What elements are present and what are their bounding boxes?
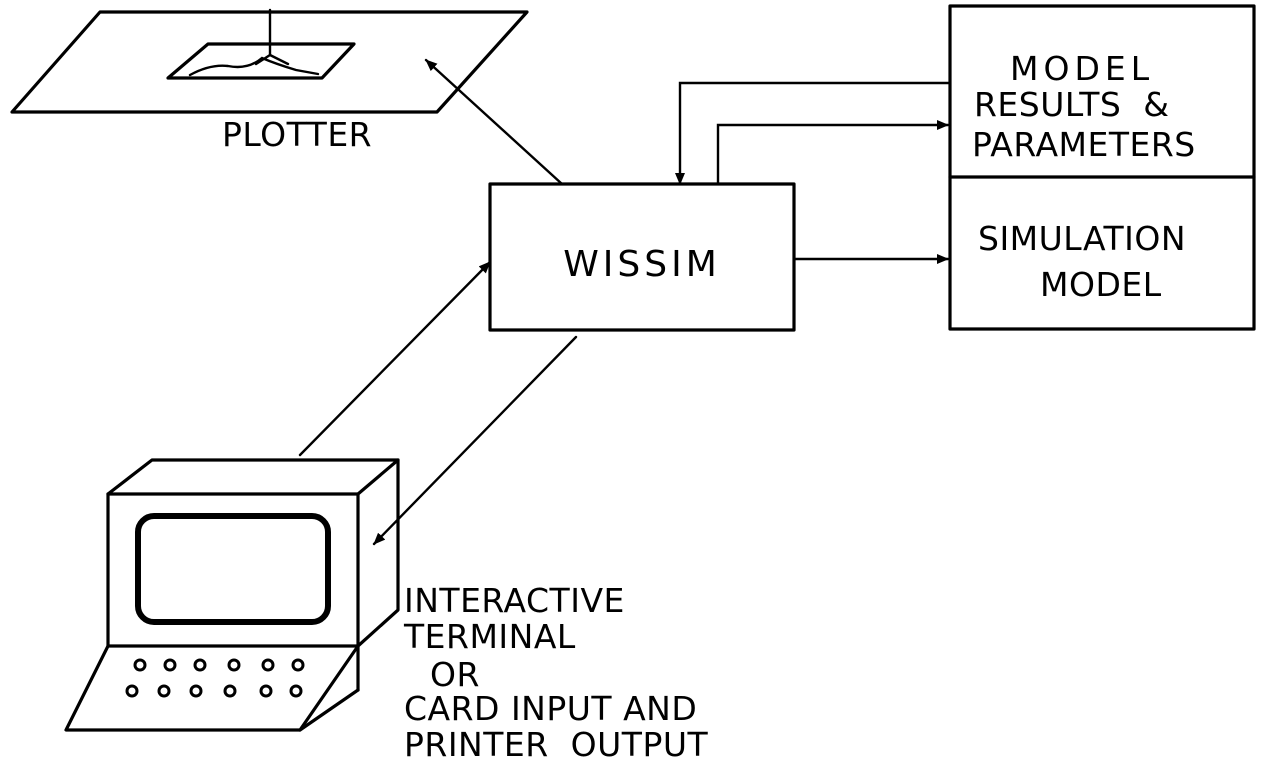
keyboard-keys	[127, 660, 303, 696]
terminal-line-2: TERMINAL	[403, 617, 576, 656]
model-stack: MODEL RESULTS & PARAMETERS SIMULATION MO…	[950, 6, 1254, 329]
model-results-node: MODEL RESULTS & PARAMETERS	[972, 49, 1196, 164]
arrow-model-results-to-wissim	[680, 83, 950, 184]
wissim-node: WISSIM	[490, 184, 794, 330]
terminal-node: INTERACTIVE TERMINAL OR CARD INPUT AND P…	[66, 460, 709, 764]
terminal-line-5: PRINTER OUTPUT	[404, 725, 709, 764]
arrow-wissim-to-plotter	[426, 60, 562, 184]
arrow-terminal-to-wissim	[300, 262, 490, 455]
terminal-line-4: CARD INPUT AND	[404, 689, 697, 728]
terminal-screen	[138, 516, 328, 622]
simulation-model-line-1: SIMULATION	[978, 219, 1186, 258]
simulation-model-line-2: MODEL	[1040, 265, 1162, 304]
terminal-icon	[66, 460, 398, 730]
plotter-label: PLOTTER	[222, 115, 372, 154]
arrow-wissim-to-model-results	[718, 125, 948, 184]
terminal-line-1: INTERACTIVE	[404, 581, 625, 620]
terminal-label: INTERACTIVE TERMINAL OR CARD INPUT AND P…	[403, 581, 709, 764]
plotter-icon	[12, 10, 527, 112]
wissim-label: WISSIM	[563, 244, 721, 285]
simulation-model-node: SIMULATION MODEL	[978, 219, 1186, 304]
arrow-wissim-to-terminal	[374, 337, 576, 544]
model-results-line-2: RESULTS &	[974, 85, 1170, 124]
model-results-line-3: PARAMETERS	[972, 125, 1196, 164]
model-results-line-1: MODEL	[1010, 49, 1154, 88]
